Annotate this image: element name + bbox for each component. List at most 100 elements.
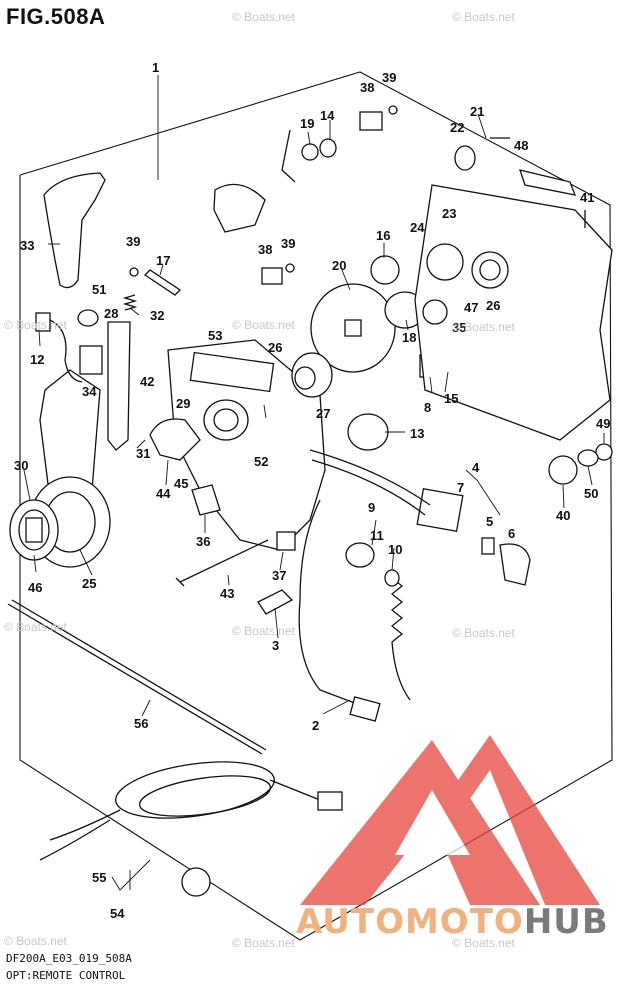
callout: 11 <box>370 528 384 543</box>
clip-39-a <box>129 267 139 277</box>
leader-lines <box>23 75 605 891</box>
diagram-shape <box>587 465 593 486</box>
diagram-shape <box>430 735 600 905</box>
callout: 30 <box>14 458 28 473</box>
watermark-text: © Boats.net <box>232 936 295 950</box>
callout: 31 <box>136 446 150 461</box>
diagram-shape <box>189 351 275 393</box>
callout: 38 <box>258 242 272 257</box>
clip-39-c <box>388 105 398 115</box>
callout: 35 <box>452 320 466 335</box>
diagram-shape <box>38 329 41 347</box>
diagram-shape <box>25 517 43 543</box>
watermark-text: © Boats.net <box>452 10 515 24</box>
harness-plug <box>317 791 343 811</box>
figure-caption: OPT:REMOTE CONTROL <box>6 969 126 982</box>
callout: 25 <box>82 576 96 591</box>
callout: 55 <box>92 870 106 885</box>
watermark-text: © Boats.net <box>4 620 67 634</box>
diagram-shape <box>49 809 121 841</box>
watermark-text: © Boats.net <box>232 624 295 638</box>
connector-2 <box>349 696 381 722</box>
figure-code: DF200A_E03_019_508A <box>6 952 132 965</box>
lanyard-cord <box>390 577 411 701</box>
diagram-shape <box>227 574 230 586</box>
arm-19 <box>281 129 296 183</box>
diagram-shape <box>426 243 464 281</box>
stop-switch-9 <box>345 542 375 568</box>
watermark-text: © Boats.net <box>232 318 295 332</box>
watermark-text: © Boats.net <box>232 10 295 24</box>
callout: 21 <box>470 104 484 119</box>
diagram-shape <box>294 366 316 390</box>
diagram-shape <box>311 459 426 516</box>
callout: 36 <box>196 534 210 549</box>
washer-14 <box>319 138 337 158</box>
callout: 26 <box>486 298 500 313</box>
callout: 6 <box>508 526 515 541</box>
callout: 28 <box>104 306 118 321</box>
washer-51 <box>77 309 99 327</box>
washer-22 <box>454 145 476 171</box>
nut-49 <box>595 443 613 461</box>
diagram-shape <box>444 371 449 393</box>
plate-3 <box>257 589 294 615</box>
callout: 45 <box>174 476 188 491</box>
callout: 43 <box>220 586 234 601</box>
diagram-shape <box>371 519 377 546</box>
pin-17 <box>143 269 182 296</box>
callout: 1 <box>152 60 159 75</box>
callout: 12 <box>30 352 44 367</box>
housing-bore <box>203 399 249 441</box>
cable-56 <box>7 603 263 755</box>
callout: 14 <box>320 108 335 123</box>
diagram-shape <box>18 509 50 551</box>
diagram-shape <box>479 259 501 281</box>
diagram-shape <box>79 549 93 576</box>
brand-wordmark-part2: HUB <box>523 902 609 942</box>
shaft-16 <box>370 255 400 285</box>
brand-wordmark-part1: AUTOMOTO <box>296 902 524 942</box>
callout: 18 <box>402 330 416 345</box>
callout: 7 <box>457 480 464 495</box>
diagram-shape <box>165 459 169 486</box>
callout: 46 <box>28 580 42 595</box>
callout: 56 <box>134 716 148 731</box>
washer-19 <box>301 143 319 161</box>
harness-grommet <box>181 867 211 897</box>
bracket-36 <box>191 484 221 516</box>
clip-10 <box>384 569 400 587</box>
diagram-shape <box>429 376 433 394</box>
block-38 <box>261 267 283 285</box>
callout: 52 <box>254 454 268 469</box>
spacer-40 <box>548 455 578 485</box>
bracket-34 <box>79 345 103 375</box>
callout: 39 <box>382 70 396 85</box>
diagram-shape <box>341 269 351 291</box>
diagram-shape <box>562 484 565 509</box>
harness-2 <box>298 499 361 706</box>
watermark-text: © Boats.net <box>452 936 515 950</box>
callout: 24 <box>410 220 425 235</box>
callout: 48 <box>514 138 528 153</box>
diagram-shape <box>307 131 311 145</box>
callout: 34 <box>82 384 97 399</box>
callout: 33 <box>20 238 34 253</box>
diagram-shape <box>213 408 239 432</box>
diagram-shape <box>49 319 83 383</box>
callout: 10 <box>388 542 402 557</box>
callout: 54 <box>110 906 125 921</box>
callout: 29 <box>176 396 190 411</box>
brand-logo-icon <box>300 735 600 905</box>
key-switch-7 <box>416 488 464 532</box>
plate-21 <box>519 169 577 196</box>
callout: 40 <box>556 508 570 523</box>
plate-28 <box>107 321 131 451</box>
callout: 50 <box>584 486 598 501</box>
callout: 22 <box>450 120 464 135</box>
diagram-shape <box>138 775 272 817</box>
callout: 3 <box>272 638 279 653</box>
diagram-shape <box>279 551 284 571</box>
callout: 9 <box>368 500 375 515</box>
